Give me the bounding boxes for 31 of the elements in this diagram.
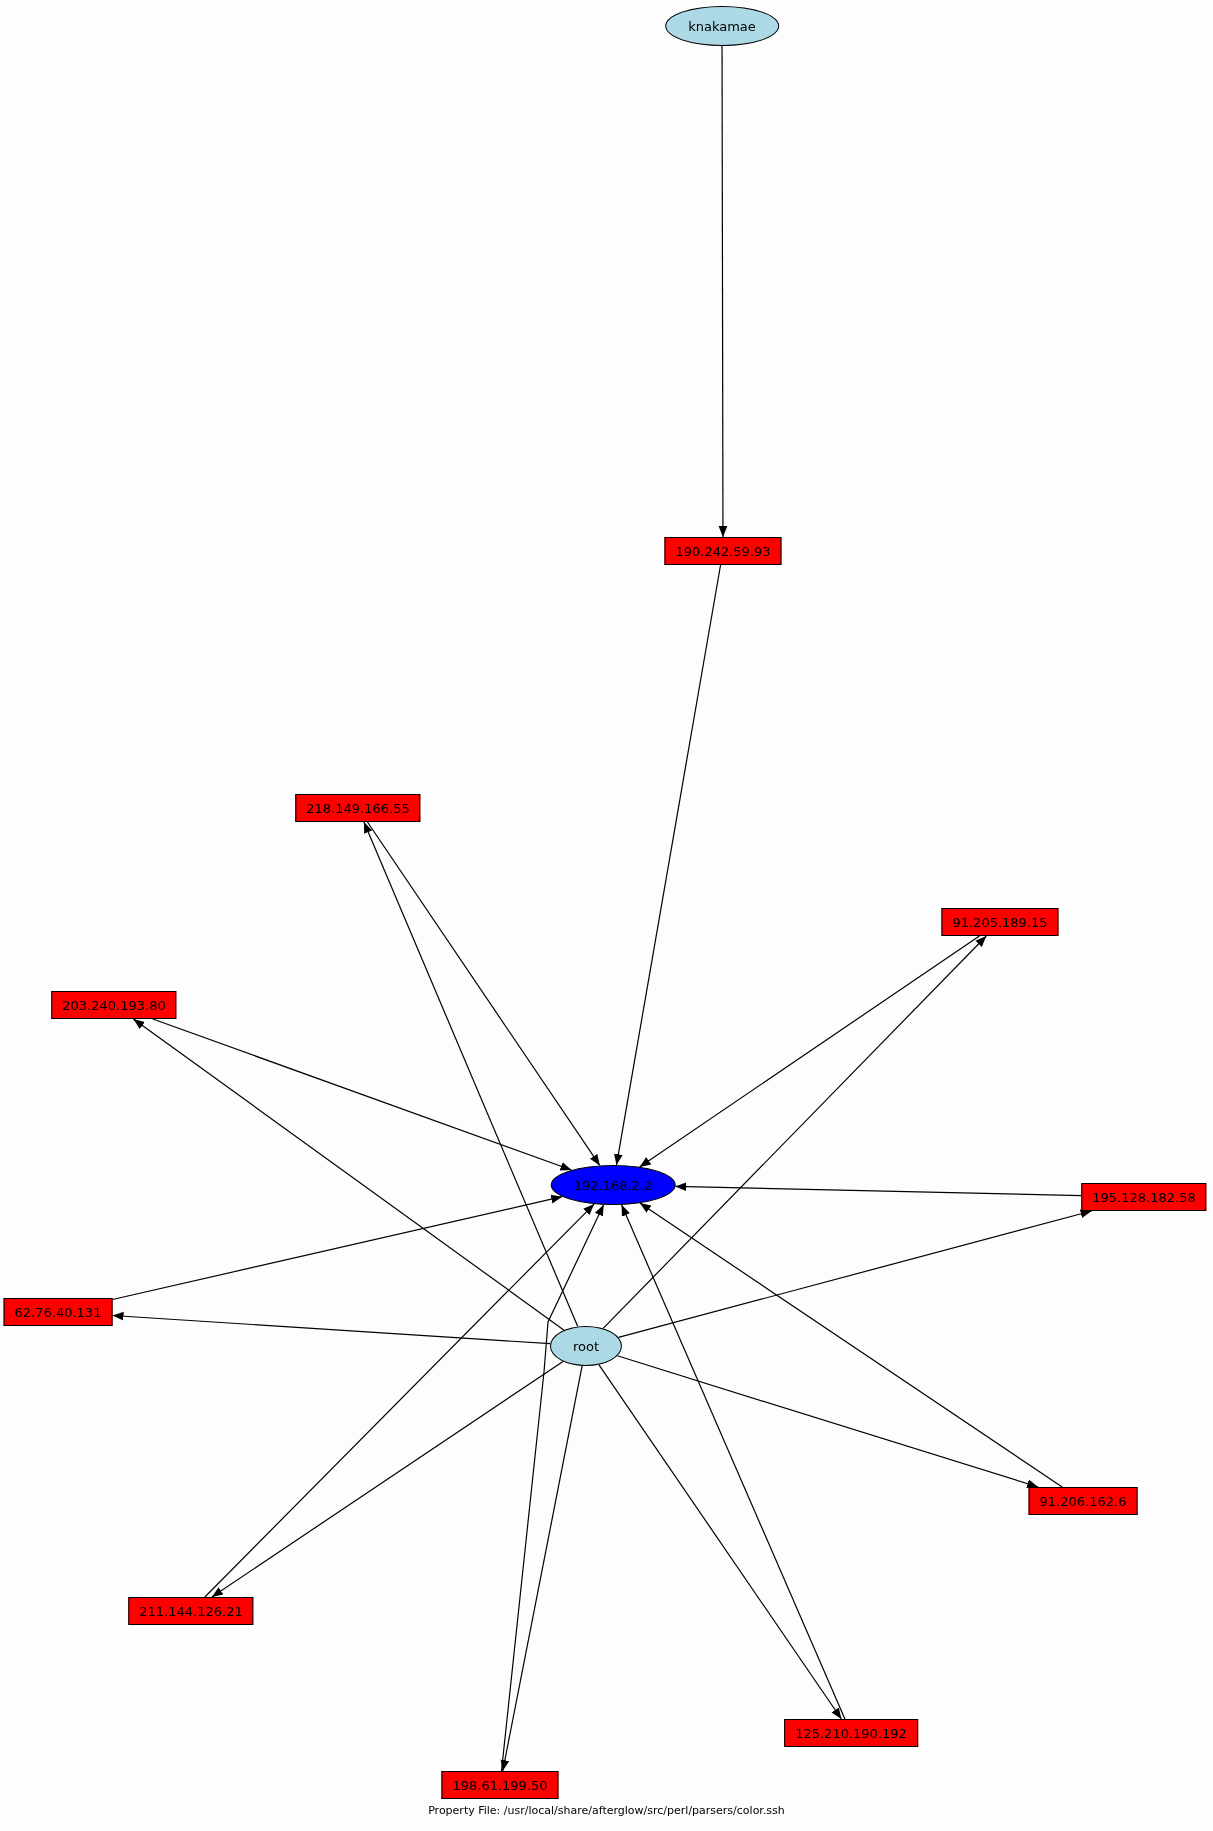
host-box: 190.242.59.93	[664, 537, 782, 565]
arrow	[598, 1364, 842, 1720]
arrow	[614, 564, 722, 1166]
host-box: 195.128.182.58	[1081, 1183, 1207, 1211]
arrow	[366, 821, 601, 1167]
arrow	[674, 1182, 1083, 1197]
arrow	[132, 1018, 565, 1331]
host-box: 91.205.189.15	[941, 908, 1059, 936]
arrow	[500, 1204, 605, 1772]
arrow	[617, 1209, 1093, 1338]
host-box: 203.240.193.80	[51, 991, 177, 1019]
ellipse-node: knakamae	[665, 6, 779, 46]
arrow	[211, 1360, 564, 1598]
ellipse-node: 192.168.2.2	[550, 1165, 676, 1205]
caption: Property File: /usr/local/share/afterglow/src/perl/parsers/color.ssh	[427, 1804, 786, 1817]
arrow	[111, 1311, 551, 1345]
host-box: 211.144.126.21	[128, 1597, 254, 1625]
host-box: 91.206.162.6	[1028, 1487, 1138, 1515]
arrow	[718, 45, 728, 538]
host-box: 198.61.199.50	[441, 1771, 559, 1799]
host-box: 62.76.40.131	[3, 1298, 113, 1326]
arrow	[602, 935, 987, 1329]
arrow	[204, 1203, 595, 1598]
host-box: 218.149.166.55	[295, 794, 421, 822]
arrow	[111, 1194, 563, 1301]
host-box: 125.210.190.192	[784, 1719, 918, 1747]
arrow	[500, 1365, 583, 1772]
arrow	[621, 1204, 846, 1720]
arrow	[363, 821, 579, 1328]
ellipse-node: root	[549, 1326, 623, 1366]
arrow	[152, 1018, 573, 1171]
